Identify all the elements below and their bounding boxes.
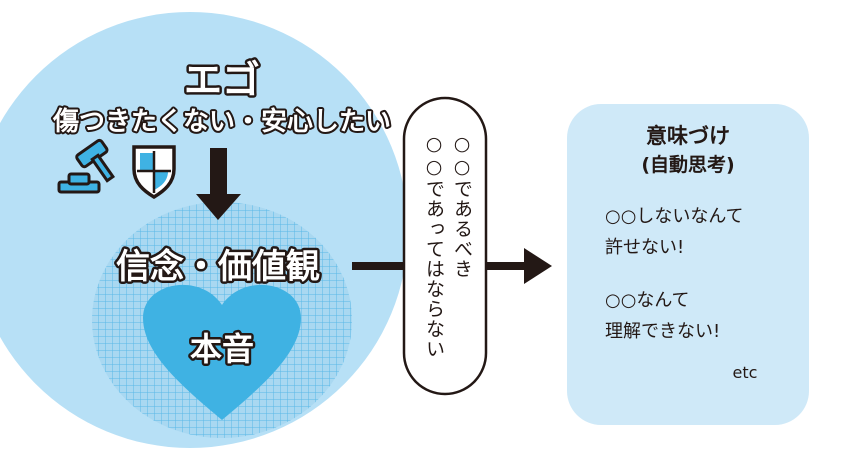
ego-subtitle: 傷つきたくない・安心したい — [52, 107, 391, 137]
example-2-line-1: ○○なんて — [605, 290, 690, 311]
arrow-down-icon — [196, 148, 241, 220]
example-2-line-2: 理解できない! — [605, 321, 720, 342]
belief-line-2: ○○であってはならない — [423, 133, 445, 359]
etc-label: etc — [733, 363, 758, 382]
belief-line-1: ○○であるべき — [451, 133, 473, 279]
heart-label: 本音 — [190, 330, 254, 368]
gavel-icon — [57, 138, 116, 194]
belief-bubble — [402, 96, 488, 396]
heart-shape — [143, 284, 301, 420]
ego-title: エゴ — [184, 58, 260, 102]
meaning-card — [567, 104, 809, 425]
example-1-line-1: ○○しないなんて — [605, 206, 744, 227]
example-1-line-2: 許せない! — [605, 237, 684, 258]
shield-icon — [132, 145, 176, 200]
card-subtitle: (自動思考) — [641, 153, 734, 176]
values-label: 信念・価値観 — [116, 247, 320, 287]
arrow-right-icon — [486, 248, 552, 284]
card-title: 意味づけ — [646, 124, 730, 148]
